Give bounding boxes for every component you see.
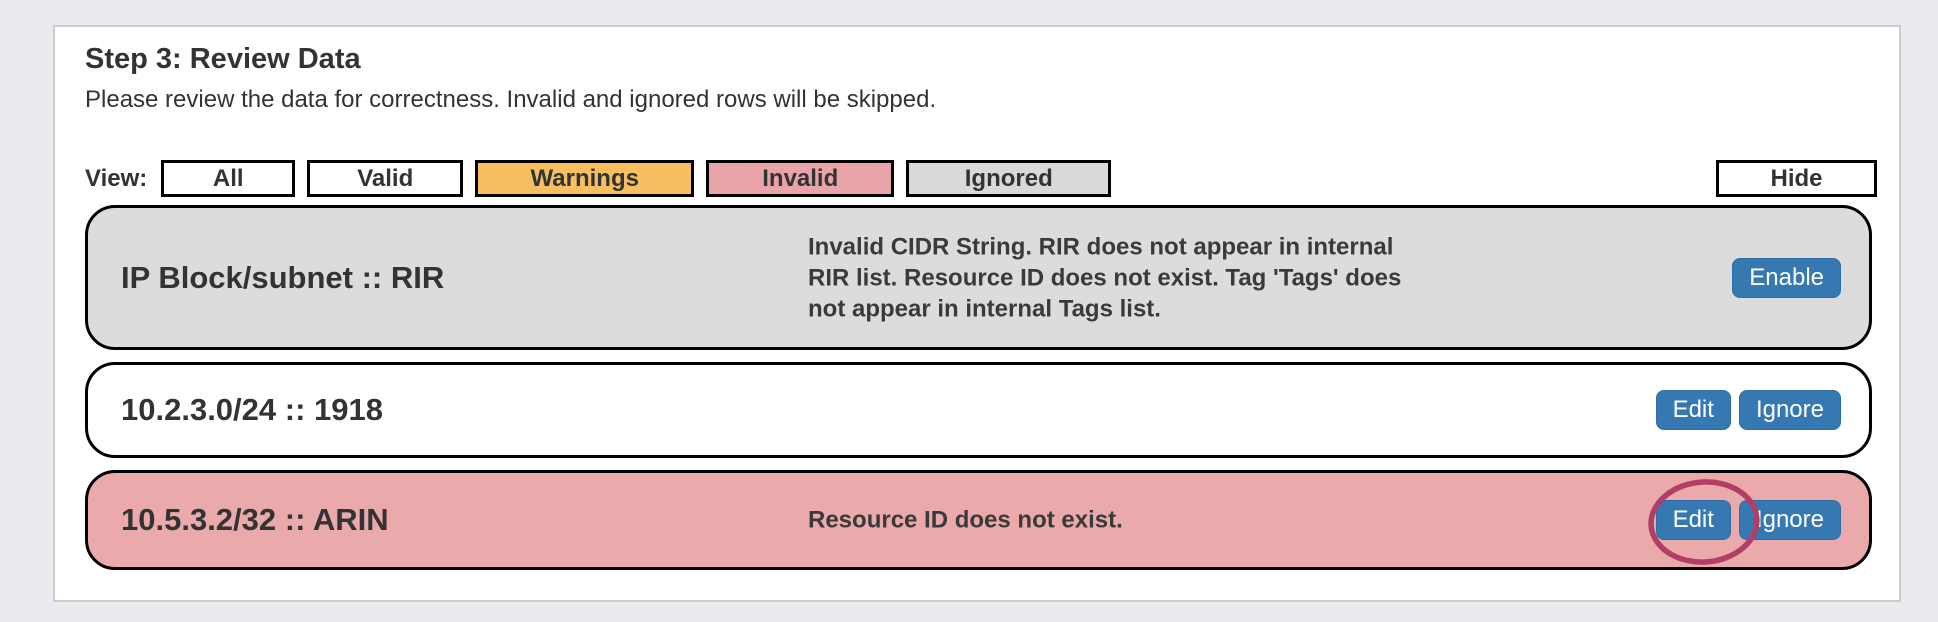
enable-button[interactable]: Enable [1732, 257, 1841, 298]
row-title: IP Block/subnet :: RIR [121, 259, 445, 295]
row-actions: Enable [1732, 257, 1841, 298]
edit-button[interactable]: Edit [1655, 500, 1731, 540]
filter-all-button[interactable]: All [161, 160, 296, 197]
row-error-message: Invalid CIDR String. RIR does not appear… [808, 231, 1488, 324]
review-data-panel: Step 3: Review Data Please review the da… [53, 25, 1901, 602]
row-title: 10.5.3.2/32 :: ARIN [121, 502, 389, 537]
page-subtitle: Please review the data for correctness. … [85, 86, 937, 113]
row-actions: Edit Ignore [1655, 390, 1841, 430]
view-filter-bar: View: All Valid Warnings Invalid Ignored… [85, 160, 1877, 197]
page-title: Step 3: Review Data [85, 43, 361, 75]
filter-invalid-button[interactable]: Invalid [706, 160, 895, 197]
filter-valid-button[interactable]: Valid [307, 160, 464, 197]
row-error-line: Invalid CIDR String. RIR does not appear… [808, 233, 1394, 260]
row-error-line: Resource ID does not exist. [808, 506, 1123, 534]
view-label: View: [85, 164, 148, 192]
filter-warnings-button[interactable]: Warnings [475, 160, 695, 197]
edit-button[interactable]: Edit [1655, 390, 1731, 430]
row-actions: Edit Ignore [1655, 500, 1841, 540]
row-error-line: not appear in internal Tags list. [808, 295, 1161, 322]
row-error-line: RIR list. Resource ID does not exist. Ta… [808, 264, 1402, 291]
row-error-message: Resource ID does not exist. [808, 505, 1488, 536]
review-row-invalid: 10.5.3.2/32 :: ARIN Resource ID does not… [85, 470, 1872, 570]
hide-button[interactable]: Hide [1716, 160, 1877, 197]
review-row-valid: 10.2.3.0/24 :: 1918 Edit Ignore [85, 362, 1872, 458]
ignore-button[interactable]: Ignore [1738, 390, 1841, 430]
review-row-header-ignored: IP Block/subnet :: RIR Invalid CIDR Stri… [85, 205, 1872, 350]
ignore-button[interactable]: Ignore [1738, 500, 1841, 540]
row-title: 10.2.3.0/24 :: 1918 [121, 392, 383, 427]
filter-ignored-button[interactable]: Ignored [906, 160, 1112, 197]
